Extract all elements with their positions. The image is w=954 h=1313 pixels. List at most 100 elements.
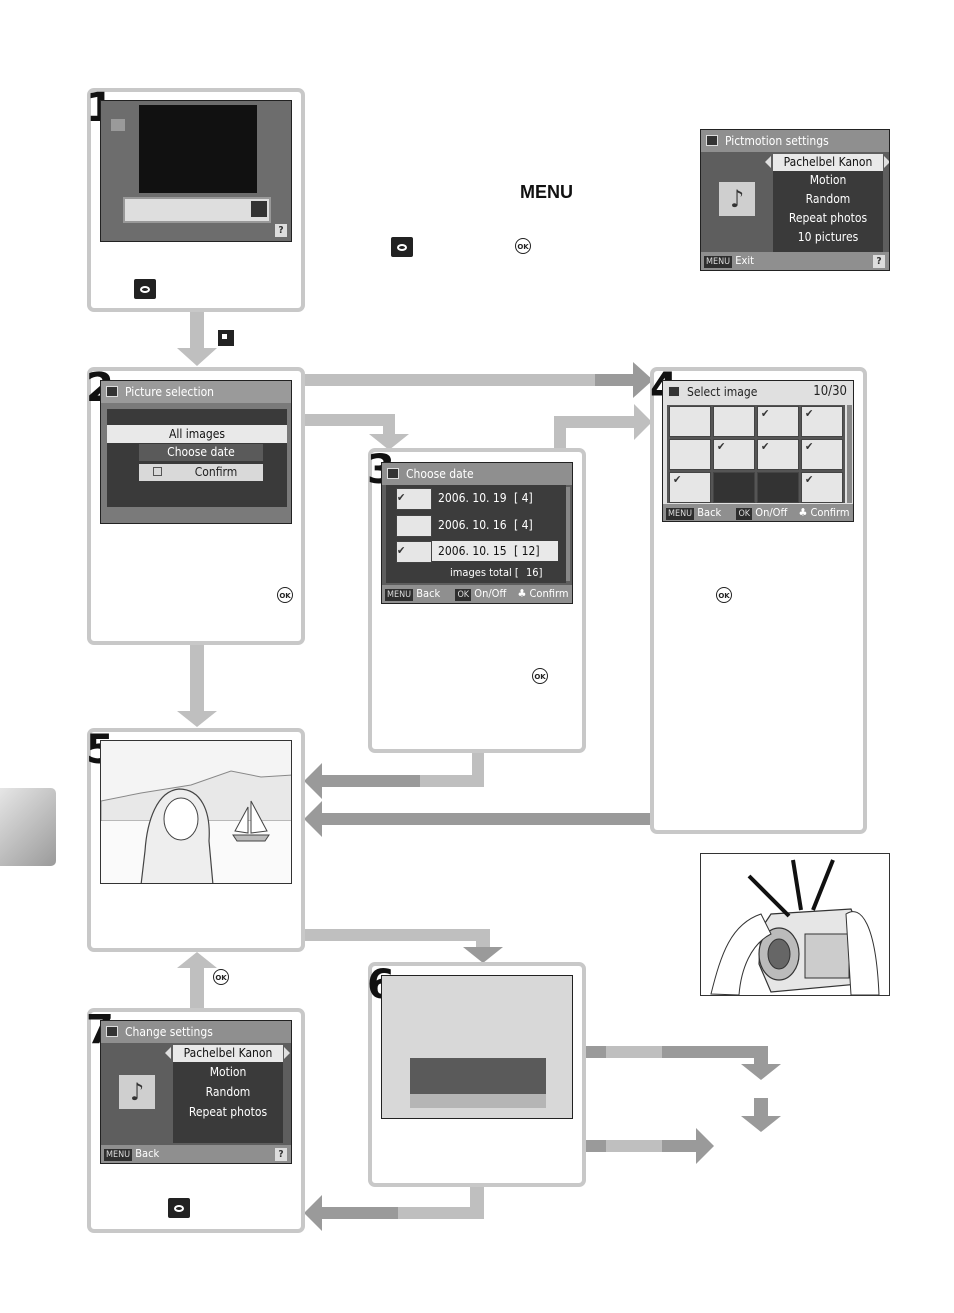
ok-key-badge: OK bbox=[455, 589, 472, 601]
ok-button-icon: OK bbox=[716, 587, 732, 603]
left-arrow-icon bbox=[165, 1047, 171, 1059]
flow-arrowhead-1-to-2 bbox=[177, 348, 217, 366]
menu-item-effects[interactable]: Motion bbox=[209, 1065, 247, 1079]
music-note-tile: ♪ bbox=[719, 182, 755, 216]
picture-selection-screen: Picture selection All images Choose date… bbox=[100, 380, 292, 524]
flow-arrow-down-small bbox=[754, 1098, 768, 1118]
thumbnail-scrollbar[interactable] bbox=[847, 405, 852, 503]
pictmotion-icon bbox=[387, 468, 399, 479]
menu-key-badge: MENU bbox=[666, 508, 695, 520]
flow-arrow-7-to-5 bbox=[190, 966, 204, 1008]
flow-arrow-2-to-3-down bbox=[383, 414, 395, 436]
flow-arrow-3-to-5-light bbox=[420, 775, 484, 787]
checkmark-icon: ✔ bbox=[397, 491, 406, 504]
thumbnail[interactable] bbox=[757, 472, 799, 503]
checkmark-icon: ✔ bbox=[717, 440, 726, 453]
checkmark-icon: ✔ bbox=[805, 407, 814, 420]
confirm-checkbox[interactable] bbox=[153, 467, 162, 476]
date-list-scrollbar[interactable] bbox=[566, 487, 570, 581]
flow-arrow-6-to-end-down bbox=[754, 1046, 768, 1066]
pictmotion-icon bbox=[106, 386, 118, 397]
thumbnail[interactable] bbox=[669, 406, 711, 437]
flow-arrow-3-to-4 bbox=[554, 416, 636, 428]
flow-arrowhead-down-small bbox=[741, 1116, 781, 1132]
confirm-label: Confirm bbox=[529, 587, 569, 600]
menu-item-count[interactable]: 10 pictures bbox=[797, 230, 859, 244]
help-icon: ? bbox=[873, 255, 885, 268]
flow-arrowhead-5-to-6 bbox=[463, 947, 503, 963]
date-count-2: [ 4] bbox=[514, 518, 533, 532]
date-row-3[interactable]: 2006. 10. 15 bbox=[438, 544, 507, 558]
zoom-icon: ♣ bbox=[517, 587, 527, 600]
help-icon: ? bbox=[275, 224, 287, 237]
flow-arrowhead-6-to-restart bbox=[696, 1128, 714, 1164]
checkmark-icon: ✔ bbox=[397, 544, 406, 557]
pictmotion-icon bbox=[111, 119, 125, 131]
menu-item-all-images[interactable]: All images bbox=[107, 425, 287, 443]
choose-date-title: Choose date bbox=[382, 463, 572, 485]
back-label: Back bbox=[135, 1147, 160, 1160]
flow-arrowhead-2-to-4 bbox=[633, 362, 653, 398]
thumbnail[interactable] bbox=[669, 439, 711, 470]
flow-arrowhead-2-to-3 bbox=[369, 434, 409, 450]
flow-arrow-6-to-restart-light bbox=[606, 1140, 662, 1152]
ok-button-icon: OK bbox=[213, 969, 229, 985]
images-total-label: images total [ bbox=[450, 566, 519, 579]
thumbnail[interactable] bbox=[757, 439, 799, 470]
help-icon: ? bbox=[275, 1148, 287, 1161]
thumbnail[interactable] bbox=[713, 406, 755, 437]
thumbnail[interactable] bbox=[801, 472, 843, 503]
flow-arrowhead-4-to-5 bbox=[304, 801, 322, 837]
menu-item-repeat[interactable]: Repeat photos bbox=[188, 1105, 268, 1119]
chapter-side-tab bbox=[0, 788, 56, 866]
reference-eye-icon bbox=[168, 1198, 190, 1218]
thumbnail[interactable] bbox=[757, 406, 799, 437]
pause-menu-box bbox=[410, 1058, 546, 1094]
date-count-3: [ 12] bbox=[514, 544, 540, 558]
menu-item-effects[interactable]: Motion bbox=[809, 173, 847, 187]
thumbnail[interactable] bbox=[713, 439, 755, 470]
flow-arrow-1-to-2 bbox=[190, 312, 204, 350]
change-settings-footer: MENU Back ? bbox=[101, 1145, 291, 1163]
menu-item-music[interactable]: Pachelbel Kanon bbox=[773, 154, 883, 171]
music-note-tile: ♪ bbox=[119, 1075, 155, 1109]
onoff-label: On/Off bbox=[474, 587, 507, 600]
change-settings-title: Change settings bbox=[101, 1021, 291, 1043]
choose-date-footer: MENU Back OK On/Off ♣ Confirm bbox=[382, 585, 572, 603]
selected-date-row-bg bbox=[430, 541, 558, 561]
thumbnail[interactable] bbox=[669, 472, 711, 503]
confirm-label: Confirm bbox=[810, 506, 850, 519]
zoom-icon: ♣ bbox=[798, 506, 808, 519]
flow-arrow-6-to-7-down bbox=[470, 1187, 484, 1211]
date-row-1[interactable]: 2006. 10. 19 bbox=[438, 491, 507, 505]
pictmotion-settings-screen: Pictmotion settings ♪ Pachelbel Kanon Mo… bbox=[700, 129, 890, 271]
menu-item-repeat[interactable]: Repeat photos bbox=[788, 211, 868, 225]
thumbnail[interactable] bbox=[801, 439, 843, 470]
choose-date-screen: Choose date ✔ 2006. 10. 19 [ 4] 2006. 10… bbox=[381, 462, 573, 604]
pause-menu-screen bbox=[381, 975, 573, 1119]
menu-item-music[interactable]: Pachelbel Kanon bbox=[173, 1045, 283, 1062]
step-1-screen: ? bbox=[100, 100, 292, 242]
flow-arrow-2-to-4 bbox=[305, 374, 635, 386]
menu-item-confirm[interactable]: Confirm bbox=[194, 465, 238, 479]
date-row-2[interactable]: 2006. 10. 16 bbox=[438, 518, 507, 532]
menu-item-order[interactable]: Random bbox=[205, 1085, 251, 1099]
thumbnail[interactable] bbox=[713, 472, 755, 503]
flow-arrow-4-to-5 bbox=[320, 813, 650, 825]
camera-drawing bbox=[710, 859, 880, 996]
checkmark-icon: ✔ bbox=[805, 440, 814, 453]
step-1-info-bar bbox=[123, 197, 271, 223]
onoff-label: On/Off bbox=[755, 506, 788, 519]
date-count-1: [ 4] bbox=[514, 491, 533, 505]
exit-label: Exit bbox=[735, 254, 754, 267]
menu-item-choose-date[interactable]: Choose date bbox=[139, 444, 263, 461]
thumbnail[interactable] bbox=[801, 406, 843, 437]
menu-button-label: MENU bbox=[520, 182, 573, 202]
checkmark-icon: ✔ bbox=[761, 407, 770, 420]
reference-eye-icon bbox=[134, 279, 156, 299]
pause-menu-selected-row[interactable] bbox=[410, 1094, 546, 1108]
pictmotion-settings-title: Pictmotion settings bbox=[701, 130, 889, 152]
camera-illustration bbox=[700, 853, 890, 996]
menu-item-order[interactable]: Random bbox=[805, 192, 851, 206]
flow-arrow-2-to-5 bbox=[190, 645, 204, 713]
